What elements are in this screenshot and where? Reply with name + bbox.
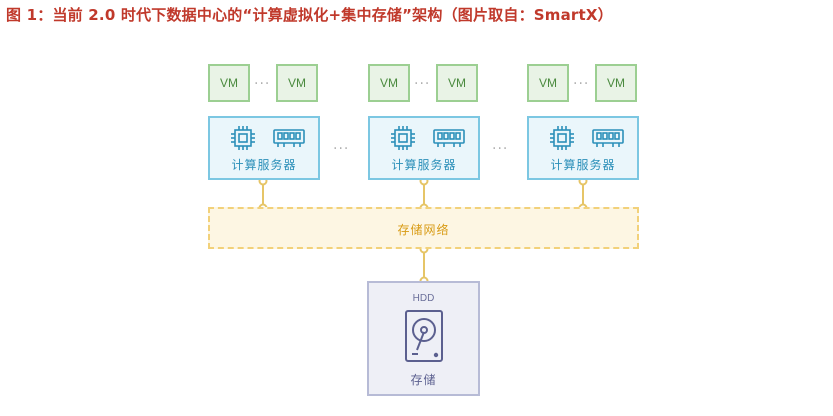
storage-network: 存储网络 (208, 207, 639, 249)
cpu-chip-icon (391, 126, 415, 150)
compute-server: 计算服务器 (527, 116, 639, 180)
server-label: 计算服务器 (231, 158, 297, 172)
server-ellipsis: ··· (492, 141, 509, 157)
hard-disk-icon (405, 310, 443, 362)
central-storage: HDD 存储 (367, 281, 480, 396)
vm-box: VM (527, 64, 569, 102)
vm-box: VM (208, 64, 250, 102)
vm-box: VM (436, 64, 478, 102)
vm-box: VM (595, 64, 637, 102)
vm-ellipsis: ··· (254, 76, 271, 92)
vm-box: VM (368, 64, 410, 102)
memory-module-icon (273, 129, 305, 147)
compute-server: 计算服务器 (208, 116, 320, 180)
figure-caption: 图 1：当前 2.0 时代下数据中心的“计算虚拟化+集中存储”架构（图片取自：S… (6, 6, 613, 24)
storage-label: 存储 (410, 373, 437, 387)
hdd-label: HDD (412, 293, 435, 304)
server-ellipsis: ··· (333, 141, 350, 157)
network-label: 存储网络 (397, 223, 450, 237)
compute-server: 计算服务器 (368, 116, 480, 180)
server-label: 计算服务器 (391, 158, 457, 172)
memory-module-icon (433, 129, 465, 147)
cpu-chip-icon (550, 126, 574, 150)
cpu-chip-icon (231, 126, 255, 150)
server-label: 计算服务器 (550, 158, 616, 172)
memory-module-icon (592, 129, 624, 147)
vm-box: VM (276, 64, 318, 102)
vm-ellipsis: ··· (414, 76, 431, 92)
vm-ellipsis: ··· (573, 76, 590, 92)
